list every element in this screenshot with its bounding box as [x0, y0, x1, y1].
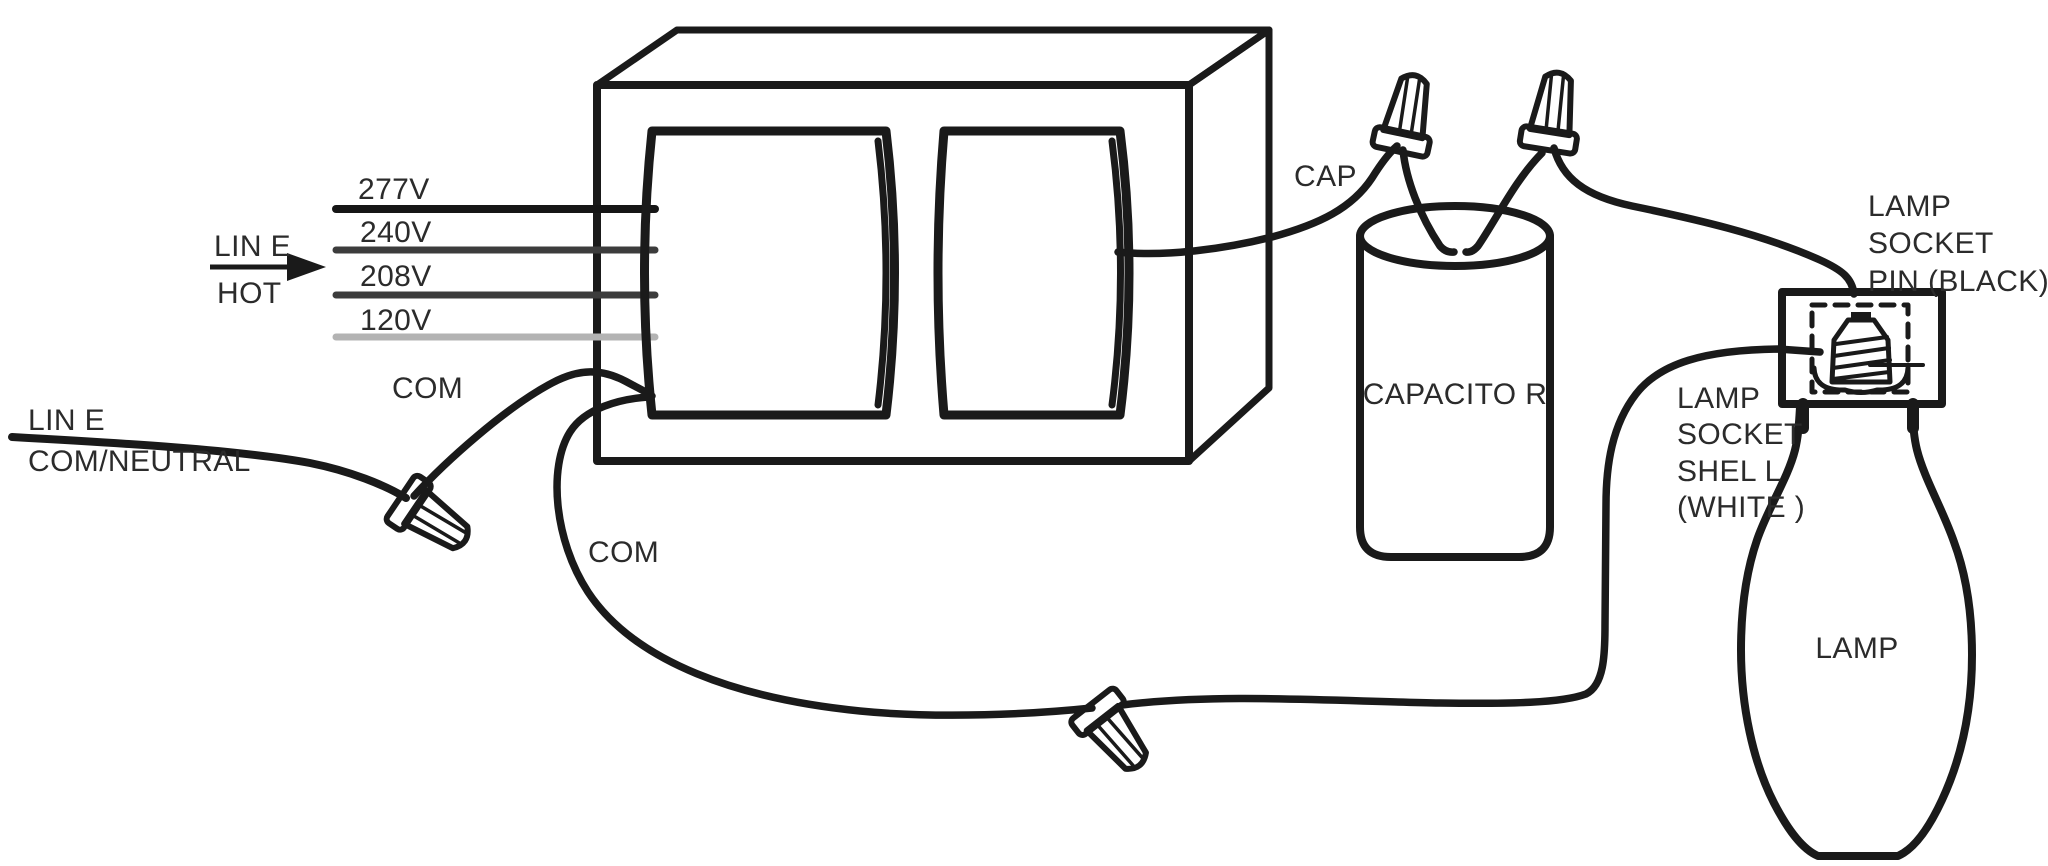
coil-window-left	[640, 126, 899, 420]
cap-wire	[1114, 142, 1401, 258]
capacitor-lead-left	[1399, 146, 1458, 256]
voltage-label-208v: 208V	[360, 260, 432, 293]
voltage-label-240v: 240V	[360, 216, 432, 249]
wire-nut-ribs	[1398, 77, 1422, 134]
screw-base-dome	[1829, 317, 1893, 385]
com-lower-label: COM	[588, 536, 659, 569]
ballast-box	[593, 26, 1273, 465]
right-arrow-icon	[287, 253, 326, 281]
capacitor	[1356, 202, 1554, 561]
voltage-label-120v: 120V	[360, 304, 432, 337]
capacitor-body	[1356, 232, 1554, 561]
voltage-tap-wires	[332, 205, 659, 341]
wire-nut-ribs	[1544, 74, 1566, 132]
lamp-bulb	[1737, 403, 1976, 860]
screw-base-threads	[1831, 335, 1925, 381]
wire-nut-ribs	[1096, 717, 1144, 768]
wire-nut-cone	[1083, 702, 1149, 772]
line-neutral-label-line2: COM/NEUTRAL	[28, 445, 251, 478]
ballast-top-face	[593, 26, 1273, 89]
com-upper-label: COM	[392, 372, 463, 405]
wire-nut-flange	[1516, 123, 1580, 157]
wire-nut-ribs	[412, 504, 467, 545]
socket-shell-label-line1: LAMP	[1677, 382, 1760, 415]
line-hot-label-line1: LIN E	[214, 230, 291, 263]
socket-pin-label-line2: SOCKET	[1868, 227, 1994, 260]
coil-left-frame	[640, 126, 899, 420]
coil-right-frame	[933, 126, 1134, 420]
wire-nut-cap-right	[1516, 69, 1580, 157]
voltage-label-277v: 277V	[358, 173, 430, 206]
socket-shell-wire	[1118, 345, 1824, 709]
socket-shell-label-line2: SOCKET	[1677, 418, 1803, 451]
socket-pin-label-line1: LAMP	[1868, 190, 1951, 223]
wire-nut-cone	[1380, 72, 1430, 142]
lamp-outline	[1737, 403, 1976, 860]
coil-window-right	[933, 126, 1134, 420]
wires	[8, 142, 1858, 719]
line-hot-arrow	[210, 253, 326, 281]
coil-right-edge-arc	[1108, 137, 1124, 409]
line-neutral-wire	[8, 433, 410, 502]
com-wire-lower	[553, 393, 1096, 719]
coil-left-edge-arc	[874, 137, 890, 409]
socket-pin-wire	[1550, 144, 1858, 298]
socket-shell-label-line4: (WHITE )	[1677, 491, 1805, 524]
wire-nut-flange	[383, 472, 434, 533]
capacitor-label: CAPACITO R	[1363, 378, 1548, 411]
lamp-socket	[1778, 288, 1946, 434]
wire-nut-cone	[1526, 69, 1574, 139]
cap-label: CAP	[1294, 160, 1357, 193]
line-neutral-label-line1: LIN E	[28, 404, 105, 437]
capacitor-top-rim	[1356, 202, 1554, 270]
socket-pin-label-line3: PIN (BLACK)	[1868, 265, 2048, 298]
screw-base-icon	[1811, 312, 1925, 395]
wire-nut-cap-left	[1369, 72, 1433, 160]
socket-shell-label-line3: SHEL L	[1677, 455, 1782, 488]
com-wire-upper	[410, 368, 656, 500]
line-hot-label-line2: HOT	[217, 277, 282, 310]
screw-base-seat	[1811, 365, 1911, 395]
wire-nut-cone	[401, 487, 471, 552]
lamp-label: LAMP	[1815, 632, 1898, 665]
ballast-front-face	[593, 81, 1193, 465]
screw-base-tip	[1851, 312, 1871, 321]
wire-nut-com	[1068, 685, 1149, 772]
labels: LIN E HOT 277V 240V 208V 120V LIN E COM/…	[28, 160, 2048, 665]
wire-nut-flange	[1369, 124, 1433, 160]
wire-nut-line-neutral	[383, 472, 471, 552]
wire-nut-flange	[1068, 685, 1127, 738]
capacitor-lead-right	[1462, 149, 1546, 256]
